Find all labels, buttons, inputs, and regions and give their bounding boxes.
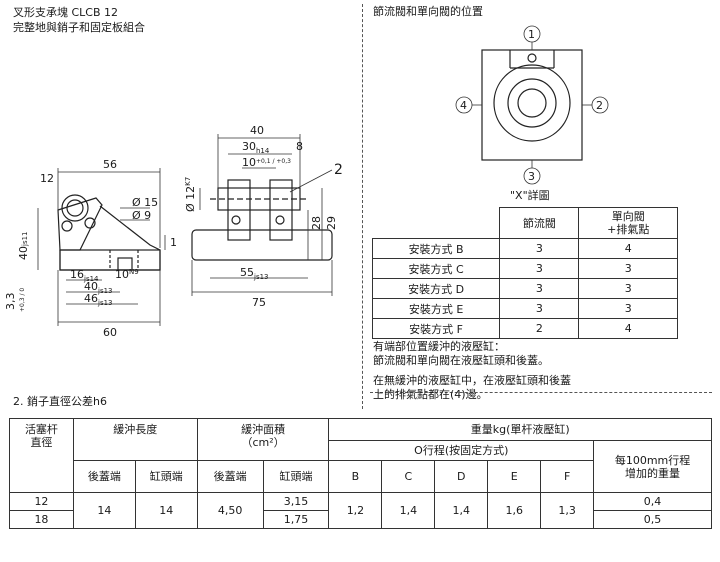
cell-piston: 18 bbox=[9, 510, 74, 529]
cell-check: 4 bbox=[578, 238, 678, 259]
mount-col-e: E bbox=[487, 460, 542, 493]
dim-40-js11: 40js11 bbox=[17, 232, 30, 261]
dim-diameter-15: Ø 15 bbox=[132, 196, 158, 209]
table-row: 安裝方式 C 3 3 bbox=[371, 258, 678, 279]
col-header-throttle: 節流閥 bbox=[499, 207, 580, 239]
page-subtitle: 完整地與銷子和固定板組合 bbox=[13, 21, 145, 34]
subheader-rear: 後蓋端 bbox=[72, 460, 136, 493]
cell-weight-c: 1,4 bbox=[381, 492, 436, 529]
dim-12: 12 bbox=[40, 172, 54, 185]
valve-position-heading: 節流閥和單向閥的位置 bbox=[373, 5, 483, 18]
dim-40: 40 bbox=[250, 124, 264, 137]
empty-corner bbox=[372, 207, 501, 239]
cylinder-data-table: 活塞杆 直徑 緩沖長度 緩沖面積 （cm²） 重量kg(單杆液壓缸) O行程(按… bbox=[9, 418, 712, 529]
marker-3: 3 bbox=[528, 170, 535, 183]
cell-throttle: 2 bbox=[499, 318, 580, 339]
dim-75: 75 bbox=[252, 296, 266, 309]
cell-len-rear: 14 bbox=[72, 492, 136, 529]
subheader-head: 缸頭端 bbox=[134, 460, 198, 493]
cell-check: 4 bbox=[578, 318, 678, 339]
cell-weight-e: 1,6 bbox=[487, 492, 542, 529]
mount-col-d: D bbox=[434, 460, 489, 493]
subheader-rear-area: 後蓋端 bbox=[196, 460, 264, 493]
note-line-1: 有端部位置緩沖的液壓缸： bbox=[373, 340, 505, 353]
dim-3-3-tolerance: +0,3 / 0 bbox=[19, 288, 26, 312]
row-label: 安裝方式 F bbox=[371, 318, 501, 339]
cell-throttle: 3 bbox=[499, 298, 580, 319]
mount-col-f: F bbox=[540, 460, 595, 493]
cell-per100: 0,5 bbox=[593, 510, 712, 529]
cell-throttle: 3 bbox=[499, 278, 580, 299]
dim-28: 28 bbox=[310, 216, 323, 230]
subheader-head-area: 缸頭端 bbox=[262, 460, 330, 493]
table-row: 12 14 14 4,50 3,15 1,2 1,4 1,4 1,6 1,3 0… bbox=[9, 492, 712, 529]
dim-diameter-12-k7: Ø 12K7 bbox=[184, 177, 197, 212]
header-cushion-length: 緩沖長度 bbox=[72, 418, 198, 461]
cell-check: 3 bbox=[578, 298, 678, 319]
dim-16-js14: 16js14 bbox=[70, 268, 99, 283]
dim-8: 8 bbox=[296, 140, 303, 153]
table-row: 安裝方式 E 3 3 bbox=[371, 298, 678, 319]
dim-29: 29 bbox=[325, 216, 338, 230]
cell-throttle: 3 bbox=[499, 258, 580, 279]
marker-1: 1 bbox=[528, 28, 535, 41]
dim-40-js13: 40js13 bbox=[84, 280, 113, 295]
row-label: 安裝方式 E bbox=[371, 298, 501, 319]
cell-piston: 12 bbox=[9, 492, 74, 511]
dim-diameter-9: Ø 9 bbox=[132, 209, 151, 222]
dim-10-tolerance: 10+0,1 / +0,3 bbox=[242, 156, 291, 169]
cell-weight-d: 1,4 bbox=[434, 492, 489, 529]
dim-46-js13: 46js13 bbox=[84, 292, 113, 307]
header-weight: 重量kg(單杆液壓缸) bbox=[328, 418, 712, 441]
table-row: 18 1,75 0,5 bbox=[9, 510, 712, 529]
cell-check: 3 bbox=[578, 278, 678, 299]
col-header-check: 單向閥 +排氣點 bbox=[578, 207, 678, 239]
cell-throttle: 3 bbox=[499, 238, 580, 259]
cell-area-head: 3,15 bbox=[262, 492, 330, 511]
detail-caption: "X"詳圖 bbox=[510, 189, 550, 202]
dim-56: 56 bbox=[103, 158, 117, 171]
table-row: 安裝方式 F 2 4 bbox=[371, 318, 678, 339]
detail-x-drawing: 1 2 3 4 bbox=[455, 25, 609, 185]
horizontal-divider bbox=[370, 392, 712, 393]
dim-10-n9: 10N9 bbox=[115, 268, 139, 281]
page-title: 叉形支承塊 CLCB 12 bbox=[13, 6, 119, 19]
note-line-2: 節流閥和單向閥在液壓缸頭和後蓋。 bbox=[373, 354, 549, 367]
table-row: 安裝方式 D 3 3 bbox=[371, 278, 678, 299]
marker-2: 2 bbox=[596, 99, 603, 112]
dim-60: 60 bbox=[103, 326, 117, 339]
vertical-divider bbox=[362, 4, 363, 409]
pin-tolerance-note: 2. 銷子直徑公差h6 bbox=[13, 395, 107, 408]
cell-per100: 0,4 bbox=[593, 492, 712, 511]
table-row: 安裝方式 B 3 4 bbox=[371, 238, 678, 259]
note-line-4: 上的排氣點都在(4)邊。 bbox=[373, 388, 488, 401]
cell-weight-b: 1,2 bbox=[328, 492, 383, 529]
note-line-3: 在無緩沖的液壓缸中，在液壓缸頭和後蓋 bbox=[373, 374, 571, 387]
dim-1: 1 bbox=[170, 236, 177, 249]
header-cushion-area: 緩沖面積 （cm²） bbox=[196, 418, 330, 461]
row-label: 安裝方式 D bbox=[371, 278, 501, 299]
marker-4: 4 bbox=[460, 99, 467, 112]
dim-3-3: 3,3 bbox=[4, 293, 17, 311]
mount-col-b: B bbox=[328, 460, 383, 493]
dim-55-js13: 55js13 bbox=[240, 266, 269, 281]
mount-col-c: C bbox=[381, 460, 436, 493]
dim-30-h14: 30h14 bbox=[242, 140, 270, 155]
cell-area-rear: 4,50 bbox=[196, 492, 264, 529]
cell-check: 3 bbox=[578, 258, 678, 279]
cell-area-head: 1,75 bbox=[262, 510, 330, 529]
callout-2: 2 bbox=[334, 162, 343, 178]
header-per-100mm: 每100mm行程 增加的重量 bbox=[593, 440, 712, 493]
cell-len-head: 14 bbox=[134, 492, 198, 529]
clevis-side-view-drawing: 56 12 Ø 15 Ø 9 1 40js11 3,3 +0,3 / 0 16j… bbox=[4, 158, 177, 339]
clevis-front-view-drawing: 40 30h14 8 10+0,1 / +0,3 Ø 12K7 28 29 55… bbox=[184, 124, 343, 309]
row-label: 安裝方式 B bbox=[371, 238, 501, 259]
mounting-valve-table: 節流閥 單向閥 +排氣點 安裝方式 B 3 4 安裝方式 C 3 3 安裝方式 … bbox=[371, 207, 678, 339]
header-stroke-zero: O行程(按固定方式) bbox=[328, 440, 595, 461]
row-label: 安裝方式 C bbox=[371, 258, 501, 279]
cell-weight-f: 1,3 bbox=[540, 492, 595, 529]
header-piston-diameter: 活塞杆 直徑 bbox=[9, 418, 74, 493]
